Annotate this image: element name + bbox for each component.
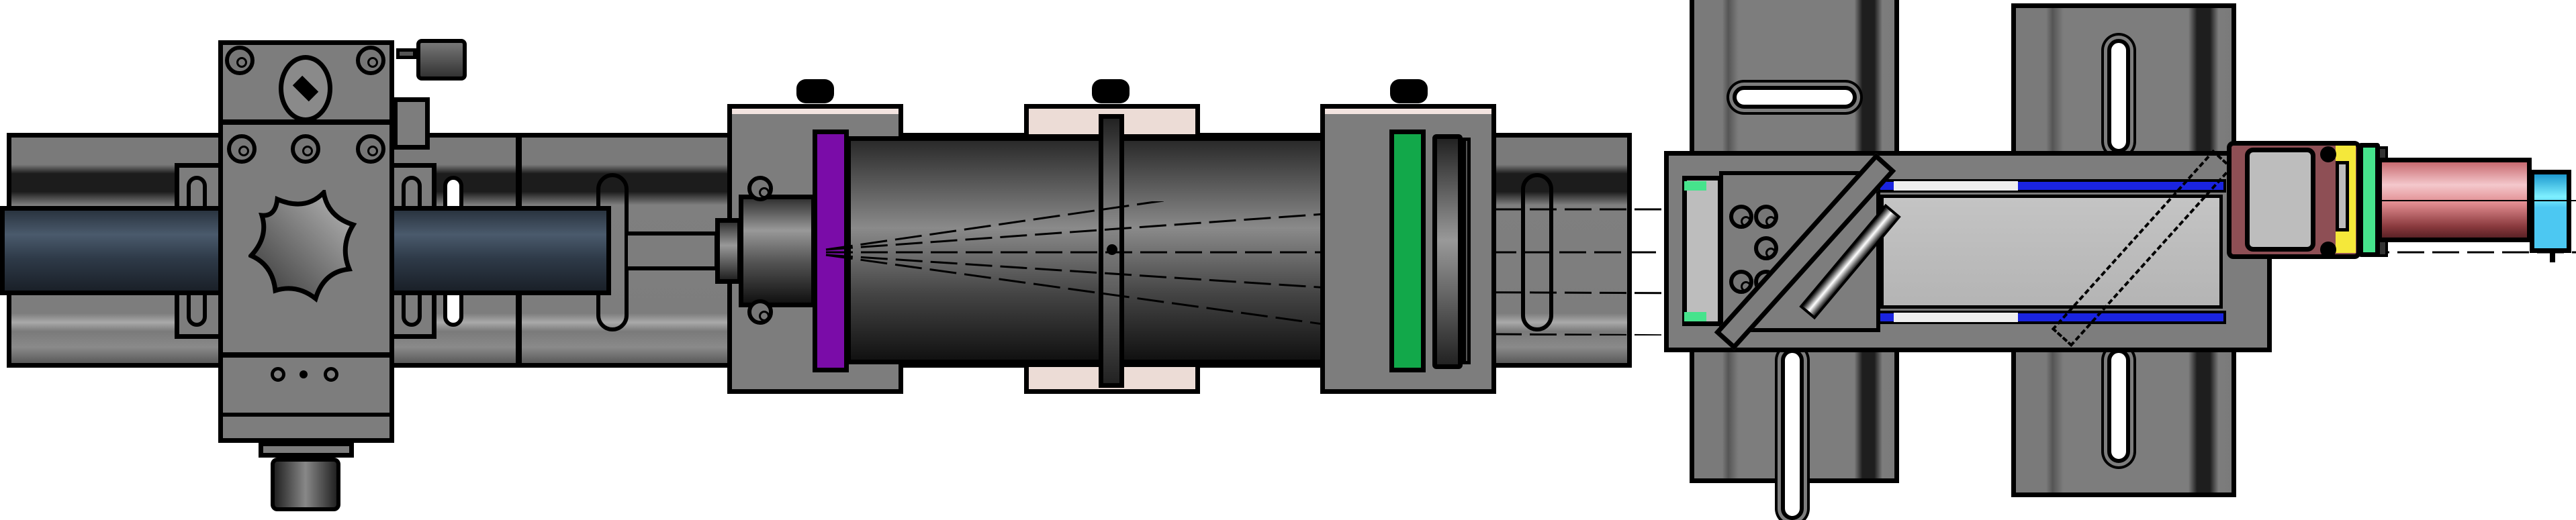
stage-divider (222, 119, 391, 125)
screw-icon (1754, 205, 1778, 229)
rod-tip (628, 231, 719, 270)
green-ring (2358, 143, 2380, 257)
cage-inner (1880, 195, 2223, 309)
retaining-ring-lip (1463, 138, 1471, 364)
indicator-hole (300, 370, 308, 378)
vrail-2-slot-bottom (2107, 349, 2130, 463)
screw-icon (225, 46, 255, 75)
screw-icon (227, 134, 257, 164)
connector[interactable] (2530, 170, 2571, 253)
cage-rod-window (1894, 313, 2018, 322)
indicator-hole (324, 367, 338, 382)
clamp-screw[interactable] (1092, 79, 1130, 103)
screw-icon (1729, 205, 1753, 229)
connector-pin (2550, 253, 2555, 262)
screw-icon (291, 134, 320, 164)
star-knob-icon[interactable] (248, 190, 363, 317)
side-screw[interactable] (396, 48, 416, 59)
vrail-1-slot-vertical (1781, 349, 1804, 520)
stage-divider (222, 352, 391, 358)
mount-dot (2320, 242, 2336, 258)
vrail-1-slot-horizontal (1733, 86, 1857, 109)
adapter (739, 195, 816, 307)
green-optic (1389, 129, 1426, 372)
adapter-nose (715, 218, 742, 284)
end-plate-tab-green (1684, 181, 1706, 191)
indicator-hole (271, 367, 285, 382)
screw-icon (1754, 236, 1778, 260)
vrail-2-slot-top (2107, 39, 2130, 153)
end-plate (1682, 176, 1722, 326)
stage-foot (259, 441, 354, 458)
holder-2-screw[interactable] (1390, 79, 1428, 103)
holder-1-screw[interactable] (796, 79, 834, 103)
screw-icon (356, 46, 385, 75)
stage-divider (222, 413, 391, 417)
mount-dot (2320, 146, 2336, 162)
screw-icon (747, 299, 773, 325)
holder-1-top-strip (732, 109, 899, 114)
side-knob[interactable] (416, 39, 467, 81)
screw-icon (747, 176, 773, 201)
holder-2-top-strip (1325, 109, 1491, 114)
optical-axis (2377, 200, 2576, 201)
mount-bracket (2336, 161, 2349, 231)
cage-rod-window (1894, 181, 2018, 191)
detector-window (2245, 148, 2315, 252)
side-bracket (393, 97, 430, 150)
bottom-knob[interactable] (271, 458, 340, 511)
screw-icon (1729, 270, 1753, 294)
retaining-ring (1432, 134, 1463, 369)
screw-icon (356, 134, 385, 164)
end-plate-tab-green (1684, 312, 1706, 321)
